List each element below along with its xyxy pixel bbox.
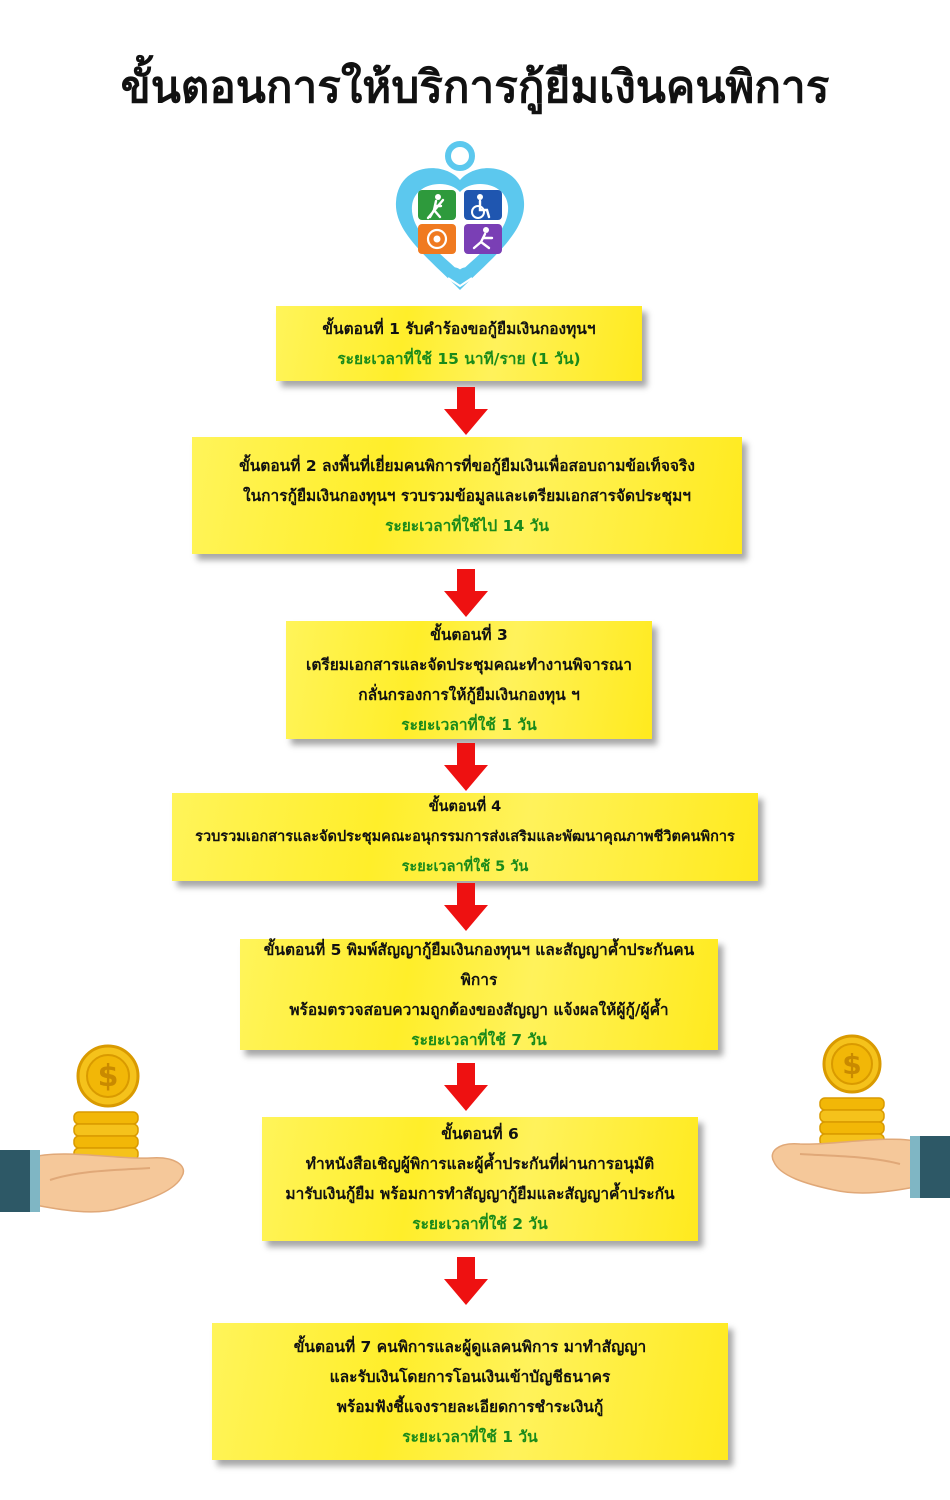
step-3-time: ระยะเวลาที่ใช้ 1 วัน <box>401 716 537 734</box>
down-arrow-icon <box>444 387 488 435</box>
step-2-line-1: ขั้นตอนที่ 2 ลงพื้นที่เยี่ยมคนพิการที่ขอ… <box>239 456 695 475</box>
step-5-time: ระยะเวลาที่ใช้ 7 วัน <box>411 1030 547 1049</box>
step-3-line-2: เตรียมเอกสารและจัดประชุมคณะทำงานพิจารณา <box>306 656 632 674</box>
step-4-line-2: รวบรวมเอกสารและจัดประชุมคณะอนุกรรมการส่ง… <box>195 829 735 845</box>
page-title: ขั้นตอนการให้บริการกู้ยืมเงินคนพิการ <box>120 62 830 113</box>
step-6-box: ขั้นตอนที่ 6 ทำหนังสือเชิญผู้พิการและผู้… <box>262 1117 698 1241</box>
step-7-line-2: และรับเงินโดยการโอนเงินเข้าบัญชีธนาคร <box>329 1367 611 1386</box>
step-7-line-1: ขั้นตอนที่ 7 คนพิการและผู้ดูแลคนพิการ มา… <box>293 1337 647 1356</box>
step-6-line-1: ขั้นตอนที่ 6 <box>441 1125 519 1143</box>
down-arrow-icon <box>444 1257 488 1305</box>
step-3-line-3: กลั่นกรองการให้กู้ยืมเงินกองทุน ฯ <box>358 686 580 704</box>
step-1-box: ขั้นตอนที่ 1 รับคำร้องขอกู้ยืมเงินกองทุน… <box>276 306 642 381</box>
step-7-line-3: พร้อมฟังชี้แจงรายละเอียดการชำระเงินกู้ <box>336 1397 604 1416</box>
down-arrow-icon <box>444 1063 488 1111</box>
step-7-time: ระยะเวลาที่ใช้ 1 วัน <box>402 1427 538 1446</box>
step-3-box: ขั้นตอนที่ 3 เตรียมเอกสารและจัดประชุมคณะ… <box>286 621 652 739</box>
step-2-time: ระยะเวลาที่ใช้ไป 14 วัน <box>385 516 549 535</box>
step-6-line-3: มารับเงินกู้ยืม พร้อมการทำสัญญากู้ยืมและ… <box>285 1185 675 1203</box>
svg-text:$: $ <box>842 1048 861 1081</box>
coins-hand-icon: $ <box>0 1044 185 1213</box>
step-7-box: ขั้นตอนที่ 7 คนพิการและผู้ดูแลคนพิการ มา… <box>212 1323 728 1460</box>
step-6-line-2: ทำหนังสือเชิญผู้พิการและผู้ค้ำประกันที่ผ… <box>305 1155 655 1173</box>
step-4-box: ขั้นตอนที่ 4 รวบรวมเอกสารและจัดประชุมคณะ… <box>172 793 758 881</box>
step-3-line-1: ขั้นตอนที่ 3 <box>430 626 508 644</box>
coins-hand-icon: $ <box>771 1034 950 1198</box>
step-1-line-1: ขั้นตอนที่ 1 รับคำร้องขอกู้ยืมเงินกองทุน… <box>322 319 596 338</box>
step-5-line-1: ขั้นตอนที่ 5 พิมพ์สัญญากู้ยืมเงินกองทุนฯ… <box>263 940 695 989</box>
step-5-box: ขั้นตอนที่ 5 พิมพ์สัญญากู้ยืมเงินกองทุนฯ… <box>240 939 718 1050</box>
disability-logo-icon <box>395 141 525 290</box>
step-1-time: ระยะเวลาที่ใช้ 15 นาที/ราย (1 วัน) <box>337 349 581 368</box>
svg-text:$: $ <box>98 1059 119 1094</box>
step-5-line-2: พร้อมตรวจสอบความถูกต้องของสัญญา แจ้งผลให… <box>289 1000 669 1019</box>
step-2-line-2: ในการกู้ยืมเงินกองทุนฯ รวบรวมข้อมูลและเต… <box>243 486 691 505</box>
down-arrow-icon <box>444 569 488 617</box>
down-arrow-icon <box>444 743 488 791</box>
step-4-line-1: ขั้นตอนที่ 4 <box>428 799 502 815</box>
step-6-time: ระยะเวลาที่ใช้ 2 วัน <box>412 1215 548 1233</box>
down-arrow-icon <box>444 883 488 931</box>
step-4-time: ระยะเวลาที่ใช้ 5 วัน <box>401 859 529 875</box>
step-2-box: ขั้นตอนที่ 2 ลงพื้นที่เยี่ยมคนพิการที่ขอ… <box>192 437 742 554</box>
